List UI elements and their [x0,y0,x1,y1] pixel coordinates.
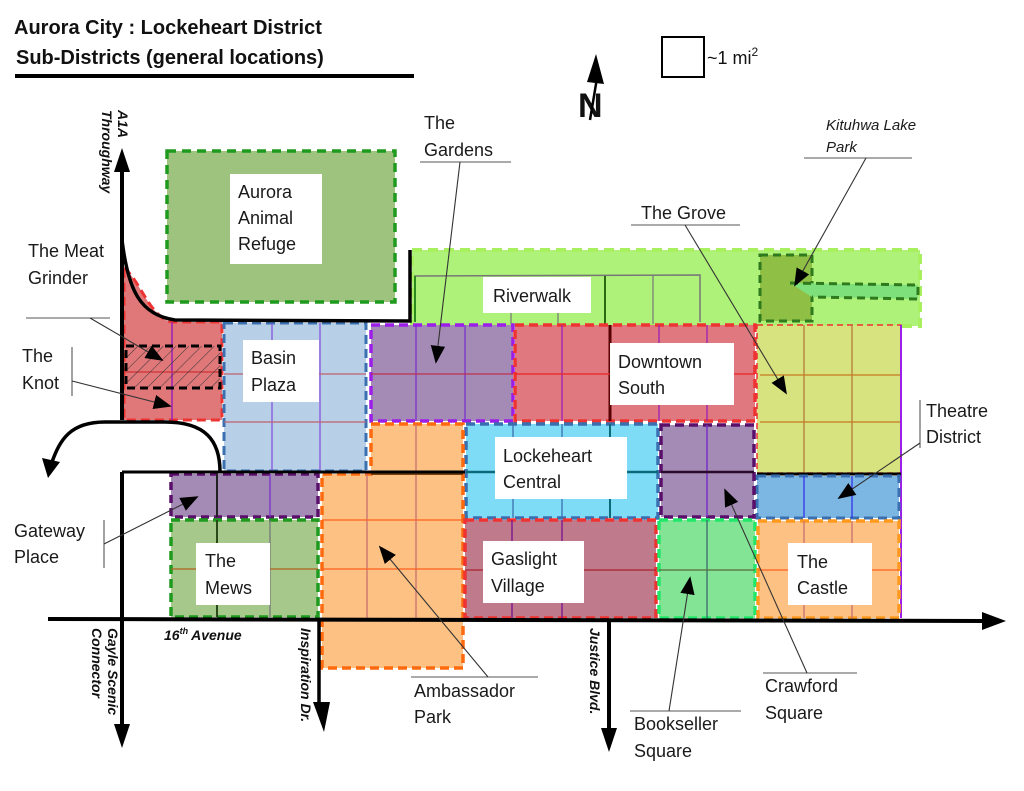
district-the-grove[interactable] [756,324,902,618]
label-the-castle-1: The [797,552,828,572]
label-inspiration-dr: Inspiration Dr. [298,628,314,722]
road-labels: A1A Throughway Gayle Scenic Connector 16… [89,109,603,722]
label-ambassador-park-1: Ambassador [414,681,515,701]
district-kituhwa-lake-park[interactable] [758,253,920,323]
label-kituhwa-2: Park [826,139,858,156]
label-animal-refuge-3: Refuge [238,234,296,254]
label-riverwalk: Riverwalk [493,286,572,306]
district-crawford-square[interactable] [659,423,756,519]
label-animal-refuge-1: Aurora [238,182,293,202]
callout-labels: The Meat Grinder The Knot The Gardens Th… [14,113,988,761]
label-meat-grinder-2: Grinder [28,268,88,288]
label-basin-plaza-1: Basin [251,348,296,368]
road-justice-arrowhead-icon [601,728,617,752]
callouts [26,157,921,712]
label-the-gardens-2: Gardens [424,140,493,160]
district-the-knot[interactable] [124,344,222,390]
district-the-gardens[interactable] [369,323,515,423]
district-bookseller-square[interactable] [657,518,757,620]
scale-legend: ~1 mi2 [661,36,759,78]
district-basin-plaza[interactable]: Basin Plaza [222,321,368,473]
road-a1a-arrowhead-icon [114,148,130,172]
district-the-castle[interactable]: The Castle [756,519,901,620]
road-gayle-arrowhead-icon [114,724,130,748]
label-ambassador-park-2: Park [414,707,452,727]
label-theatre-district-1: Theatre [926,401,988,421]
road-curve-north [120,239,412,323]
label-gateway-place-1: Gateway [14,521,85,541]
map-subtitle: Sub-Districts (general locations) [16,47,324,69]
svg-text:Connector: Connector [89,628,105,700]
label-meat-grinder-1: The Meat [28,241,104,261]
label-gayle-scenic-connector: Gayle Scenic Connector [89,628,121,715]
label-justice-blvd: Justice Blvd. [587,628,603,714]
label-bookseller-square-2: Square [634,741,692,761]
label-gateway-place-2: Place [14,547,59,567]
label-the-castle-2: Castle [797,578,848,598]
district-aurora-animal-refuge[interactable]: Aurora Animal Refuge [165,149,397,304]
label-bookseller-square-1: Bookseller [634,714,718,734]
district-the-mews[interactable]: The Mews [169,518,320,619]
svg-text:Gayle Scenic: Gayle Scenic [105,628,121,715]
district-gateway-place[interactable] [169,472,320,519]
label-the-mews-2: Mews [205,578,252,598]
svg-text:Throughway: Throughway [99,110,115,194]
road-16th-avenue [47,617,986,623]
label-animal-refuge-2: Animal [238,208,293,228]
roads [42,148,1006,752]
label-kituhwa-1: Kituhwa Lake [826,117,916,134]
title-underline [15,74,414,78]
road-inspiration-arrowhead-icon [313,702,330,732]
label-gaslight-village-1: Gaslight [491,549,557,569]
svg-text:Inspiration Dr.: Inspiration Dr. [298,628,314,722]
label-the-knot-2: Knot [22,373,59,393]
svg-text:A1A: A1A [115,109,131,138]
map-header: Aurora City : Lockeheart District Sub-Di… [14,17,414,78]
district-downtown-south[interactable]: Downtown South [513,323,757,423]
svg-text:Justice Blvd.: Justice Blvd. [587,628,603,714]
label-the-gardens-1: The [424,113,455,133]
district-theatre[interactable] [755,474,901,520]
road-loop-arrowhead-icon [42,458,60,478]
scale-label: ~1 mi2 [707,45,759,68]
label-gaslight-village-2: Village [491,576,545,596]
label-the-mews-1: The [205,551,236,571]
district-gaslight-village[interactable]: Gaslight Village [463,518,658,620]
label-the-grove: The Grove [641,203,726,223]
label-theatre-district-2: District [926,427,981,447]
label-a1a-throughway: A1A Throughway [99,109,131,194]
north-arrow-icon: N [578,54,604,125]
label-the-knot-1: The [22,346,53,366]
label-basin-plaza-2: Plaza [251,375,297,395]
label-crawford-square-1: Crawford [765,676,838,696]
scale-square-icon [661,36,705,78]
label-lockeheart-central-1: Lockeheart [503,446,592,466]
label-lockeheart-central-2: Central [503,472,561,492]
label-downtown-south-1: Downtown [618,352,702,372]
label-downtown-south-2: South [618,378,665,398]
road-knot-loop [50,420,222,473]
district-lockeheart-central[interactable]: Lockeheart Central [464,422,660,520]
label-crawford-square-2: Square [765,703,823,723]
road-16th-arrowhead-icon [982,612,1006,630]
map-title: Aurora City : Lockeheart District [14,17,322,39]
